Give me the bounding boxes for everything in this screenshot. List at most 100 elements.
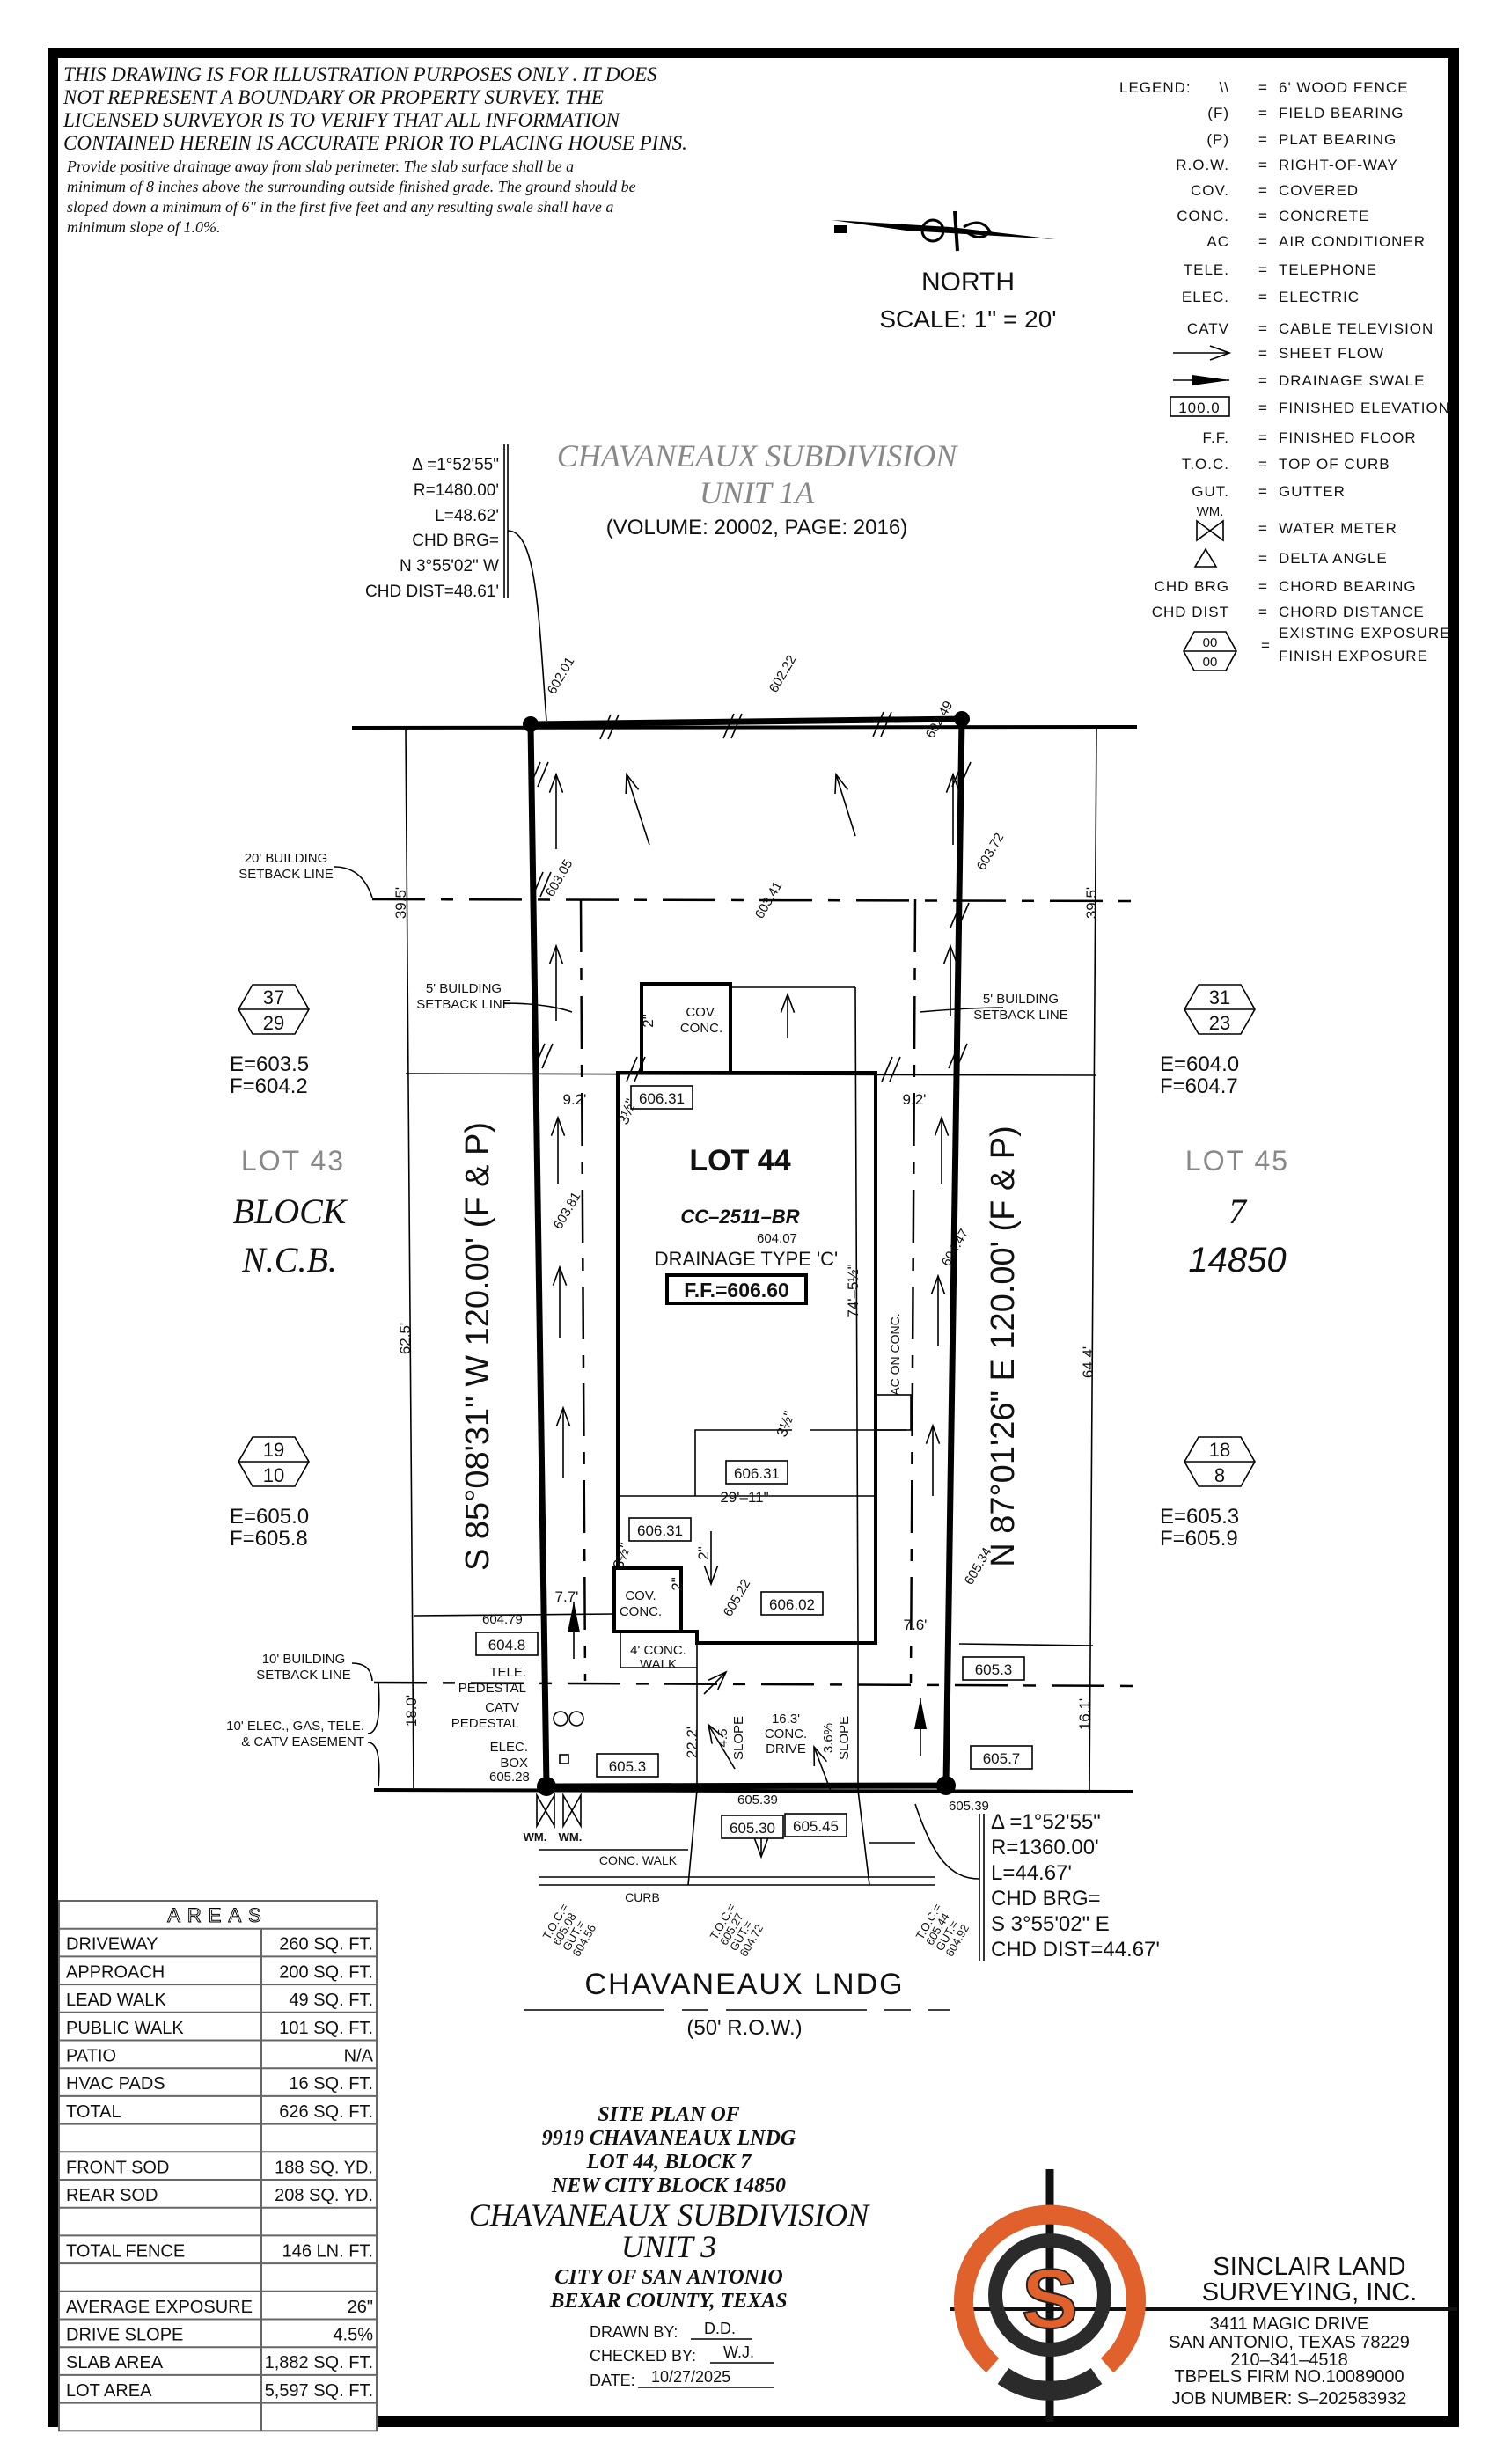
legend-item: CHD DIST=CHORD DISTANCE: [1152, 604, 1424, 620]
legend-symbol: GUT.: [1192, 483, 1229, 500]
curve-chord-bearing: N 3°55'02" W: [400, 557, 499, 576]
drainage-note-line: minimum of 8 inches above the surroundin…: [67, 178, 636, 195]
areas-row-value: 101 SQ. FT.: [279, 2019, 373, 2038]
legend-meaning: ELECTRIC: [1279, 289, 1360, 305]
areas-row-value: 1,882 SQ. FT.: [265, 2353, 373, 2372]
dimension-label: 2": [669, 1577, 686, 1591]
areas-row-label: APPROACH: [66, 1962, 165, 1982]
finished-elevation: 606.31: [639, 1090, 685, 1107]
legend-meaning: COVERED: [1279, 182, 1359, 199]
legend-equals: =: [1258, 483, 1268, 500]
adjacent-subdivision-unit: UNIT 1A: [700, 475, 815, 510]
finished-elevation-box: 604.8: [475, 1632, 539, 1656]
spot-elevation: 604.07: [757, 1231, 797, 1246]
exposure-markers: 3729E=603.5F=604.21910E=605.0F=605.83123…: [230, 984, 1256, 1551]
dimension-label: 22.2': [684, 1727, 700, 1758]
spot-elevation: 605.39: [949, 1799, 989, 1814]
areas-row-value: 208 SQ. YD.: [275, 2186, 373, 2205]
driveway: [539, 1643, 979, 1886]
finish-exposure: 10: [263, 1464, 284, 1486]
setback-10-label-line: 10' BUILDING: [262, 1652, 346, 1667]
legend-equals: =: [1258, 520, 1268, 537]
existing-elevation: E=603.5: [230, 1052, 309, 1076]
legend-equals: =: [1258, 320, 1268, 337]
legend-equals: =: [1258, 208, 1268, 224]
legend-meaning: AIR CONDITIONER: [1279, 233, 1426, 250]
legend-meaning: PLAT BEARING: [1279, 131, 1397, 148]
legend-symbol: CHD DIST: [1152, 604, 1229, 620]
finished-elevation: 606.02: [769, 1596, 815, 1613]
drainage-swale-icon: [1192, 375, 1229, 385]
legend-meaning: DELTA ANGLE: [1279, 550, 1388, 567]
legend-equals: =: [1258, 131, 1268, 148]
legend-meaning: WATER METER: [1279, 520, 1397, 537]
areas-row-label: LOT AREA: [66, 2381, 152, 2401]
legend-equals: =: [1258, 345, 1268, 362]
company-address1: 3411 MAGIC DRIVE: [1210, 2314, 1369, 2334]
company-logo: S: [950, 2169, 1457, 2422]
conc-drive-label-line: CONC.: [765, 1727, 807, 1742]
legend-item: GUT.=GUTTER: [1192, 483, 1345, 500]
legend-item: R.O.W.=RIGHT-OF-WAY: [1176, 157, 1397, 173]
legend-item: TELE.=TELEPHONE: [1184, 261, 1376, 278]
legend-equals: =: [1258, 372, 1268, 389]
curve-length: L=48.62': [435, 507, 499, 525]
finished-elevation: 605.30: [730, 1820, 775, 1837]
legend-symbol: COV.: [1191, 182, 1229, 199]
curve-radius: R=1480.00': [414, 481, 499, 500]
finished-floor: F.F.=606.60: [684, 1279, 789, 1302]
title-subdivision: CHAVANEAUX SUBDIVISION: [469, 2197, 870, 2233]
legend-equals: =: [1258, 550, 1268, 567]
curve-chord-distance: CHD DIST=44.67': [991, 1938, 1160, 1962]
cov-conc-label: COV.CONC.: [620, 1588, 662, 1619]
dimension-label: 39.5': [1083, 887, 1100, 919]
spot-elevation: 602.01: [545, 655, 578, 697]
dimension-label: 9.2': [563, 1091, 587, 1108]
legend-symbol: (F): [1207, 105, 1229, 121]
legend-meaning: FIELD BEARING: [1279, 105, 1404, 121]
areas-row-value: N/A: [344, 2047, 374, 2066]
legend-equals: =: [1258, 456, 1268, 473]
finished-elevation-box: 605.30: [721, 1815, 784, 1839]
areas-row-value: 49 SQ. FT.: [289, 1991, 373, 2010]
legend-item: WM.=WATER METER: [1196, 504, 1397, 542]
dimension-label: 29'–11": [720, 1489, 768, 1506]
elec-box-label-line: BOX: [500, 1756, 528, 1771]
areas-row-label: DRIVE SLOPE: [66, 2326, 183, 2345]
legend-symbol: (P): [1206, 131, 1229, 148]
slope-label-line: 4.5: [715, 1729, 730, 1748]
legend-equals: =: [1258, 157, 1268, 173]
title-county: BEXAR COUNTY, TEXAS: [549, 2290, 787, 2313]
finished-elevation: 604.8: [488, 1637, 526, 1654]
existing-exposure: 31: [1209, 986, 1230, 1008]
legend-meaning: CONCRETE: [1279, 208, 1369, 224]
finished-elevation: 606.31: [734, 1465, 780, 1482]
title-block: SITE PLAN OF 9919 CHAVANEAUX LNDG LOT 44…: [469, 2103, 870, 2389]
street-name: CHAVANEAUX LNDG: [584, 1968, 904, 2001]
legend-meaning: CABLE TELEVISION: [1279, 320, 1434, 337]
areas-title: AREAS: [167, 1904, 268, 1926]
checked-by-value: W.J.: [723, 2343, 754, 2361]
legend-meaning: FINISH EXPOSURE: [1279, 648, 1428, 664]
disclaimer-note: THIS DRAWING IS FOR ILLUSTRATION PURPOSE…: [62, 63, 687, 236]
company-address2: SAN ANTONIO, TEXAS 78229: [1169, 2333, 1410, 2352]
legend-item: = DELTA ANGLE: [1193, 547, 1388, 568]
legend-meaning: EXISTING EXPOSURE: [1279, 625, 1451, 642]
legend-item: F.F.=FINISHED FLOOR: [1203, 429, 1416, 446]
cov-conc-label-line: COV.: [686, 1005, 716, 1020]
finished-elevation: 605.7: [983, 1750, 1021, 1767]
house-plan: CC–2511–BR: [680, 1206, 799, 1228]
finished-elevation-box: 606.31: [630, 1085, 693, 1110]
areas-row-label: FRONT SOD: [66, 2158, 169, 2177]
dimension-label: 18.0': [403, 1695, 420, 1727]
legend-item: T.O.C.=TOP OF CURB: [1182, 456, 1390, 473]
spot-elevation: 605.22: [721, 1577, 754, 1619]
checked-by-label: CHECKED BY:: [590, 2347, 696, 2365]
